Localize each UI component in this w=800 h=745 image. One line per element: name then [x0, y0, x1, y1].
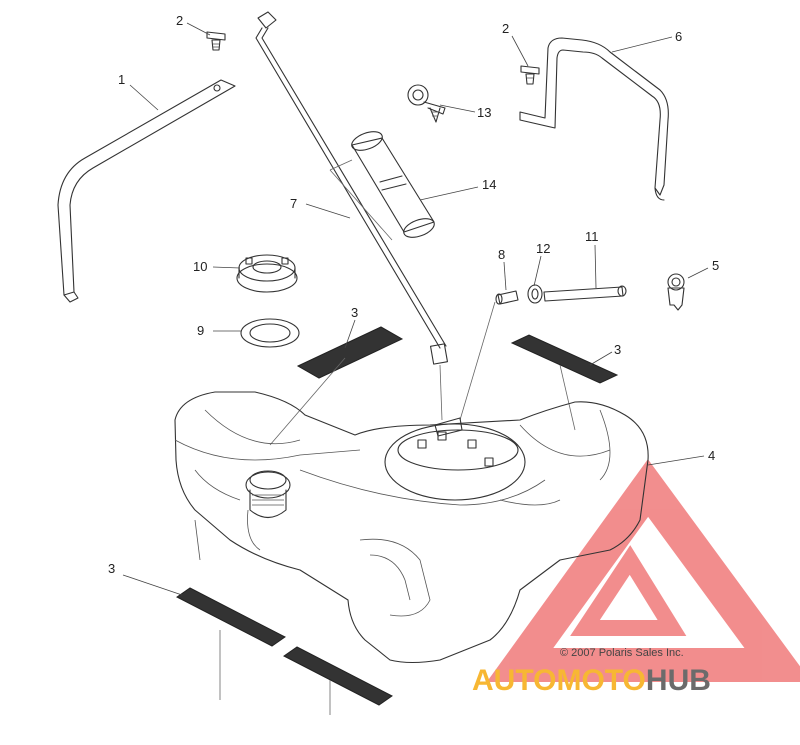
watermark-brand-part1: AUTOMOTO	[472, 664, 646, 697]
callout-10: 10	[193, 259, 207, 274]
leader-13	[439, 104, 476, 113]
part-fuel-hose	[543, 285, 627, 302]
part-key-fitting	[667, 273, 685, 311]
part-fuel-tank	[174, 391, 649, 664]
watermark-triangle-outer	[486, 459, 800, 682]
part-sleeve	[329, 131, 435, 241]
callout-4: 4	[708, 448, 715, 463]
leader-2b	[511, 35, 529, 67]
callout-14: 14	[482, 177, 496, 192]
watermark-triangle-inner	[570, 545, 687, 636]
callout-7: 7	[290, 196, 297, 211]
callout-6: 6	[675, 29, 682, 44]
watermark-logo	[486, 459, 800, 682]
leader-12	[533, 255, 542, 287]
callout-8: 8	[498, 247, 505, 262]
watermark-brand-part2: HUB	[646, 664, 711, 697]
part-hose-clamp	[527, 284, 543, 304]
callout-5: 5	[712, 258, 719, 273]
callout-2-right: 2	[502, 21, 509, 36]
part-vent-line	[255, 11, 449, 421]
leader-3c	[122, 574, 183, 596]
leader-5	[687, 267, 709, 279]
part-decal-lower-right	[283, 646, 393, 715]
leader-2a	[186, 22, 211, 36]
callout-9: 9	[197, 323, 204, 338]
part-strap-right	[519, 37, 669, 201]
part-strap-left	[57, 79, 236, 303]
leader-10	[212, 266, 241, 269]
watermark-brand: AUTOMOTOHUB	[472, 664, 711, 697]
hose-guide-line	[459, 301, 496, 421]
callout-3-upper-right: 3	[614, 342, 621, 357]
callout-2-left: 2	[176, 13, 183, 28]
leader-6	[611, 36, 673, 53]
leader-8	[503, 261, 507, 291]
watermark-text: © 2007 Polaris Sales Inc. AUTOMOTOHUB	[472, 647, 711, 697]
part-bolt-right	[520, 65, 540, 85]
part-bolt-left	[206, 31, 226, 51]
watermark-copyright: © 2007 Polaris Sales Inc.	[560, 647, 684, 659]
callout-12: 12	[536, 241, 550, 256]
callout-numbers: 1 2 2 3 3 3 4 5 6 7 8 9 10 11 12 13 14	[108, 13, 719, 576]
part-decal-upper-left	[269, 326, 404, 446]
callout-3-upper-left: 3	[351, 305, 358, 320]
part-decal-lower-left	[176, 587, 286, 700]
callout-13: 13	[477, 105, 491, 120]
leader-7	[305, 203, 351, 219]
leader-lines	[122, 22, 709, 596]
callout-11: 11	[585, 229, 599, 244]
leader-1	[129, 84, 159, 111]
callout-3-lower: 3	[108, 561, 115, 576]
leader-14	[419, 186, 479, 201]
leader-3b	[589, 351, 613, 366]
part-decal-upper-right	[510, 334, 619, 431]
callout-1: 1	[118, 72, 125, 87]
leader-3a	[344, 319, 356, 349]
leader-11	[594, 244, 597, 289]
part-gasket	[240, 318, 300, 348]
part-fuel-cap	[236, 254, 298, 293]
part-hose-short	[495, 290, 519, 305]
leader-4	[647, 455, 705, 466]
part-clip	[407, 84, 446, 123]
